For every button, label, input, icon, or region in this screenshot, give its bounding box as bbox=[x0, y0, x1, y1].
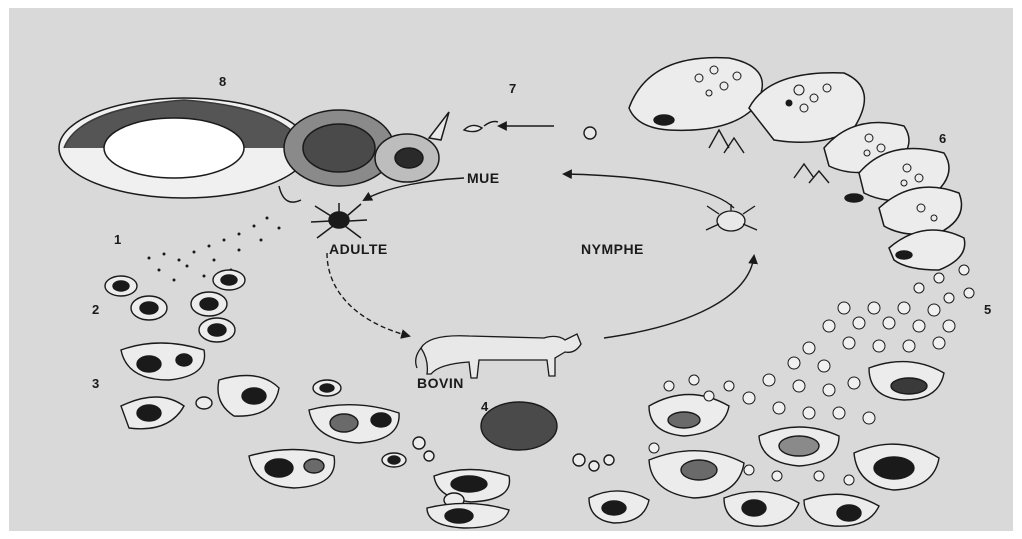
diagram-frame: 8 7 6 1 2 5 3 4 MUE ADULTE NYMPHE BOVIN bbox=[9, 8, 1013, 531]
nymph-tick-drawing bbox=[706, 204, 757, 231]
life-cycle-diagram: 8 7 6 1 2 5 3 4 MUE ADULTE NYMPHE BOVIN bbox=[9, 8, 1013, 531]
arrow-nymphe-to-mue bbox=[564, 174, 734, 208]
stage-number-6: 6 bbox=[939, 131, 946, 146]
stage-5-cells bbox=[589, 362, 944, 527]
arrow-bovin-to-nymphe bbox=[604, 256, 754, 338]
stage-3-dividing-cells bbox=[121, 343, 279, 429]
stage-number-3: 3 bbox=[92, 376, 99, 391]
stage-7-forms bbox=[464, 122, 498, 132]
stage-number-2: 2 bbox=[92, 302, 99, 317]
stage-number-1: 1 bbox=[114, 232, 121, 247]
cow-drawing bbox=[416, 334, 581, 378]
stage-1-particles bbox=[148, 217, 281, 282]
stage-number-5: 5 bbox=[984, 302, 991, 317]
label-adulte: ADULTE bbox=[329, 241, 388, 257]
label-mue: MUE bbox=[467, 170, 500, 186]
arrow-adulte-to-bovin bbox=[327, 253, 409, 336]
stage-number-8: 8 bbox=[219, 74, 226, 89]
stage-number-7: 7 bbox=[509, 81, 516, 96]
label-bovin: BOVIN bbox=[417, 375, 464, 391]
label-nymphe: NYMPHE bbox=[581, 241, 644, 257]
stage-8-cell-mass bbox=[59, 98, 449, 202]
stage-4-cells bbox=[249, 380, 614, 528]
stage-6-salivary-acini bbox=[629, 58, 965, 270]
adult-tick-drawing bbox=[311, 203, 367, 238]
stage-number-4: 4 bbox=[481, 399, 489, 414]
